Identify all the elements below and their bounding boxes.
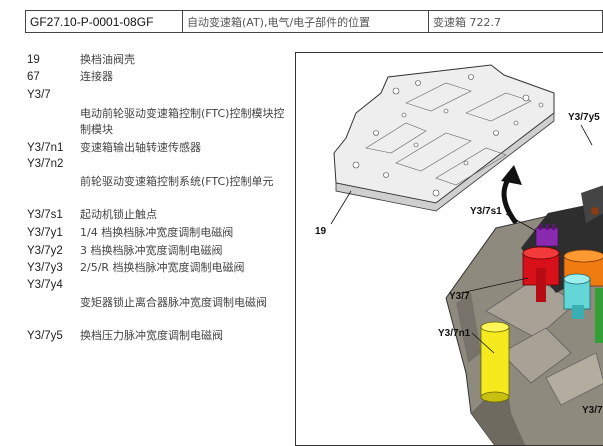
red-solenoid	[522, 246, 560, 302]
legend-code: Y3/7	[27, 89, 51, 101]
legend-desc: 电动前轮驱动变速箱控制(FTC)控制模块控制模块	[80, 107, 285, 136]
green-solenoid	[595, 288, 603, 343]
legend-desc: 2/5/R 档换档脉冲宽度调制电磁阀	[80, 261, 245, 274]
curved-arrow-icon	[501, 165, 522, 225]
label-19: 19	[315, 226, 327, 237]
valve-body-plate	[333, 64, 555, 212]
legend-desc: 连接器	[80, 70, 113, 83]
label-y3-7: Y3/7	[449, 291, 470, 302]
legend-desc: 换档油阀壳	[80, 53, 135, 66]
legend-code: Y3/7n1	[27, 142, 64, 154]
label-y3-7y5-cut: Y3/7y5	[568, 112, 600, 123]
legend-code: Y3/7s1	[27, 209, 63, 221]
legend-desc: 变矩器锁止离合器脉冲宽度调制电磁阀	[80, 296, 267, 309]
purple-contact	[535, 224, 559, 247]
legend-code: Y3/7y4	[27, 279, 63, 291]
legend-desc: 变速箱输出轴转速传感器	[80, 141, 201, 154]
legend-desc: 换档压力脉冲宽度调制电磁阀	[80, 329, 223, 342]
yellow-speed-sensor	[480, 321, 510, 403]
legend-code: Y3/7y2	[27, 245, 63, 257]
label-y3-7s1: Y3/7s1	[470, 206, 502, 217]
document-header: GF27.10-P-0001-08GF 自动变速箱(AT),电气/电子部件的位置…	[25, 10, 603, 33]
valve-body-drawing: 19 Y3/7s1 Y3/7 Y3/7n1 Y3/7y5 Y3/7	[315, 64, 603, 445]
cyan-solenoid	[563, 273, 591, 319]
component-illustration: 19 Y3/7s1 Y3/7 Y3/7n1 Y3/7y5 Y3/7	[295, 52, 603, 446]
doc-id: GF27.10-P-0001-08GF	[26, 11, 183, 32]
legend-code: Y3/7y5	[27, 330, 63, 342]
legend-code: 67	[27, 71, 40, 83]
transmission-type: 变速箱 722.7	[433, 15, 501, 29]
legend-code: Y3/7y1	[27, 227, 63, 239]
legend-code: Y3/7y3	[27, 262, 63, 274]
label-bottom-cut: Y3/7	[582, 405, 603, 416]
legend-code: 19	[27, 54, 40, 66]
legend-desc: 1/4 档换档脉冲宽度调制电磁阀	[80, 226, 234, 239]
legend-code: Y3/7n2	[27, 158, 64, 170]
legend-desc: 3 档换档脉冲宽度调制电磁阀	[80, 244, 223, 257]
legend-desc: 前轮驱动变速箱控制系统(FTC)控制单元	[80, 175, 274, 188]
label-y3-7n1: Y3/7n1	[438, 328, 471, 339]
legend-desc: 起动机锁止触点	[80, 208, 157, 221]
doc-title: 自动变速箱(AT),电气/电子部件的位置	[183, 11, 429, 32]
leader-lines	[330, 124, 593, 354]
